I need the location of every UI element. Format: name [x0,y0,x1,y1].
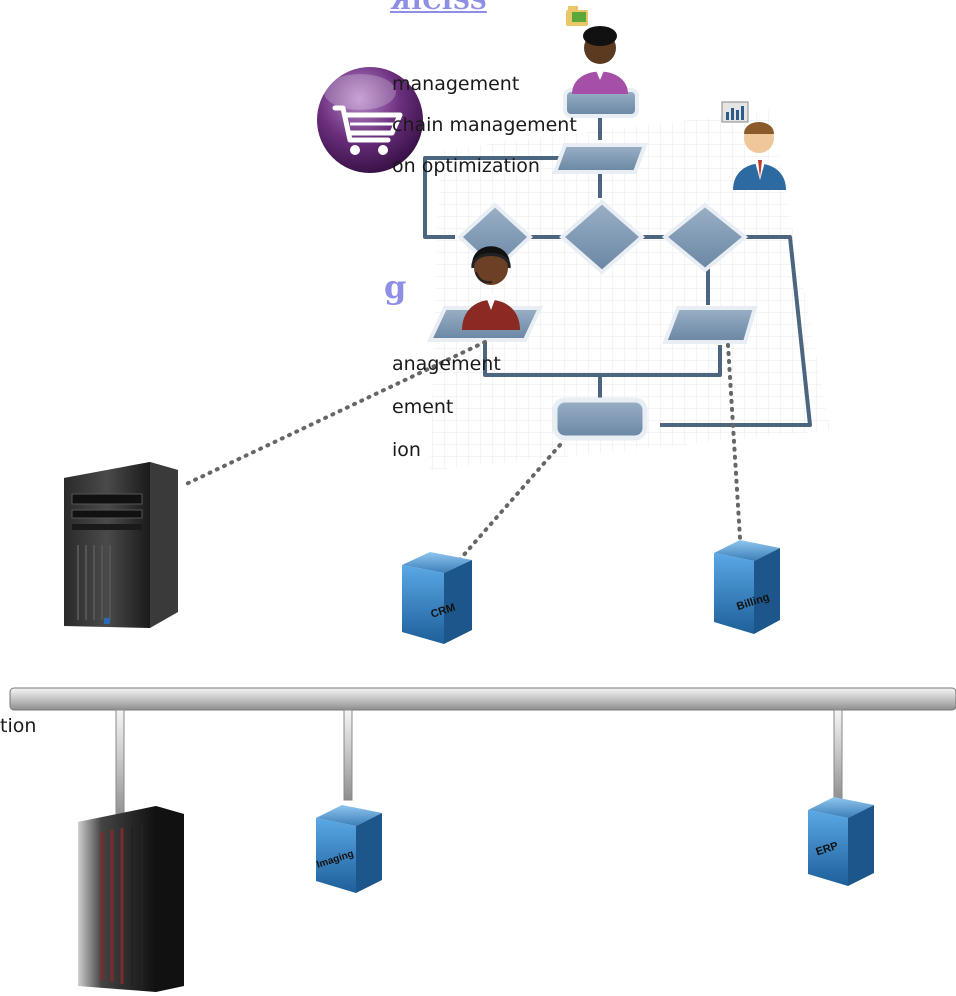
flow-process-node [552,143,648,174]
mainframe-icon [78,806,184,992]
flowchart-grid [430,110,830,470]
headset-agent-icon [462,246,520,330]
network-bus [9,687,956,819]
user-icon [721,101,786,190]
flow-decision-node [558,199,646,275]
flow-process-node [662,306,758,344]
list-item: anagement [392,353,501,375]
section-heading-middle: g [384,268,407,306]
list-item: management [392,73,520,95]
list-item: chain management [392,114,577,136]
user-icon [566,6,628,94]
flow-connectors [423,118,812,427]
database-icon: ERP [808,797,874,886]
dotted-connectors [180,340,742,567]
database-icon: Billing [714,540,780,634]
database-icon: CRM [402,552,472,644]
flow-decision-node [661,202,749,273]
shopping-cart-icon [317,67,423,173]
database-icon: Imaging [315,805,382,893]
list-item: on optimization [392,155,540,177]
flowchart-nodes [426,88,758,441]
server-tower-icon [64,462,178,628]
list-item: ion [392,439,421,461]
flow-end-node [552,397,648,441]
section-heading-top: ЯICISS [390,0,487,15]
list-item: tion [0,715,37,737]
list-item: ement [392,396,454,418]
chart-icon [721,101,749,123]
